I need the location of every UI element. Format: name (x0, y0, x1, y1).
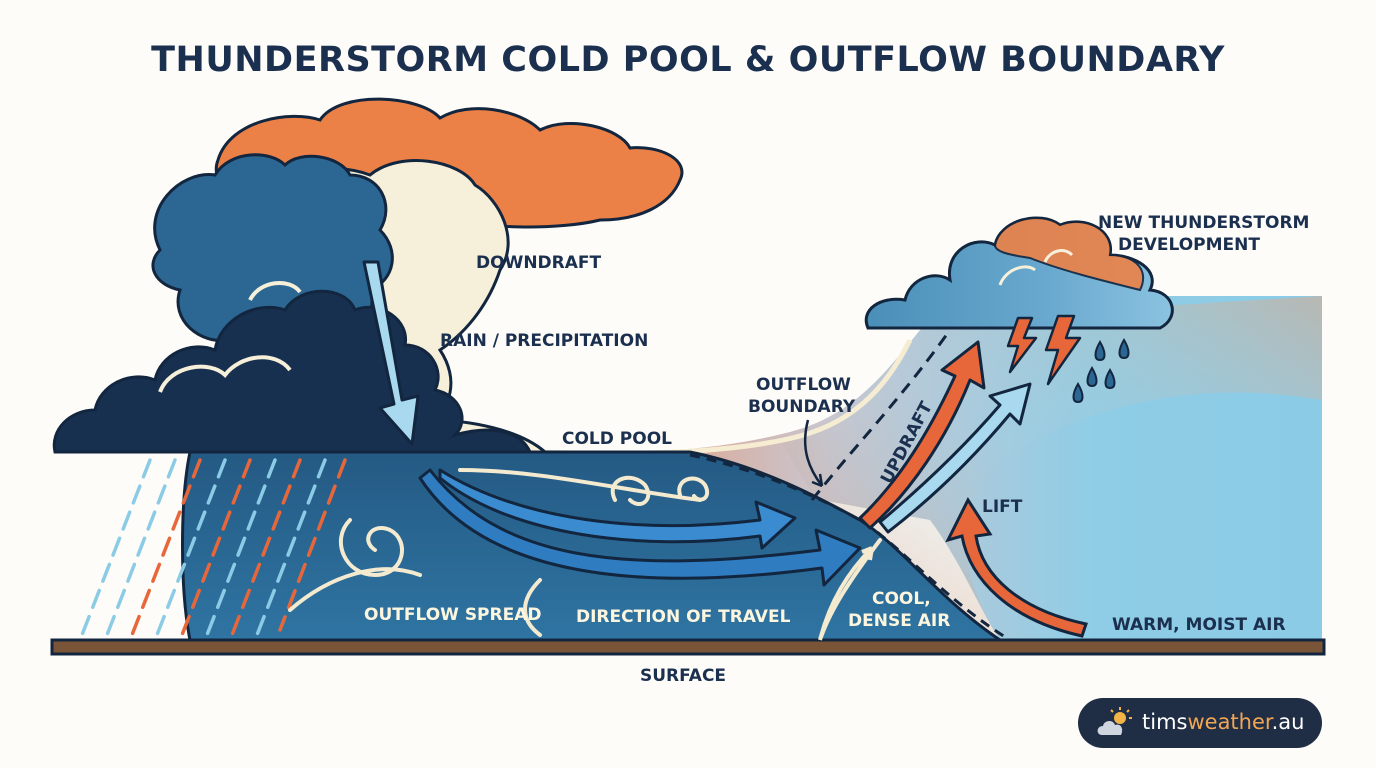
warm-air-tint (780, 296, 1322, 640)
pool-edge-dashed (689, 453, 1011, 642)
downdraft-arrow (362, 260, 420, 446)
label-lift: LIFT (982, 497, 1023, 517)
label-new-storm-2: DEVELOPMENT (1118, 235, 1260, 255)
label-surface: SURFACE (640, 666, 727, 686)
outflow-boundary-line (810, 329, 952, 501)
rain-streaks (78, 458, 347, 642)
label-cool-dense-1: COOL, (872, 589, 931, 609)
outflow-arrows (418, 468, 862, 587)
lift-arrow (945, 496, 1088, 638)
updraft-arrows (858, 340, 1032, 534)
label-outflow-boundary-2: BOUNDARY (748, 397, 856, 417)
page-title: THUNDERSTORM COLD POOL & OUTFLOW BOUNDAR… (151, 40, 1225, 80)
lightning-bolts (1006, 314, 1082, 386)
label-warm-moist-air: WARM, MOIST AIR (1112, 615, 1286, 635)
cold-pool-region (181, 450, 1005, 642)
label-cold-pool: COLD POOL (562, 429, 672, 449)
outflow-swirls (288, 468, 882, 642)
brand-logo-text: timsweather.au (1142, 710, 1305, 734)
brand-logo[interactable]: timsweather.au (1078, 698, 1322, 748)
label-new-storm-1: NEW THUNDERSTORM (1098, 213, 1310, 233)
label-downdraft: DOWNDRAFT (476, 253, 602, 273)
label-outflow-spread: OUTFLOW SPREAD (364, 605, 542, 625)
surface-ground (50, 638, 1326, 656)
label-outflow-boundary-1: OUTFLOW (756, 375, 851, 395)
label-direction-of-travel: DIRECTION OF TRAVEL (576, 607, 791, 627)
storm-cloud-highlight (158, 355, 292, 393)
cool-air-arrow (818, 546, 874, 641)
label-cool-dense-2: DENSE AIR (848, 611, 951, 631)
outflow-boundary-pointer (803, 419, 824, 487)
label-rain: RAIN / PRECIPITATION (440, 331, 649, 351)
rain-drops (1072, 338, 1130, 404)
sun-cloud-icon (1097, 707, 1132, 735)
